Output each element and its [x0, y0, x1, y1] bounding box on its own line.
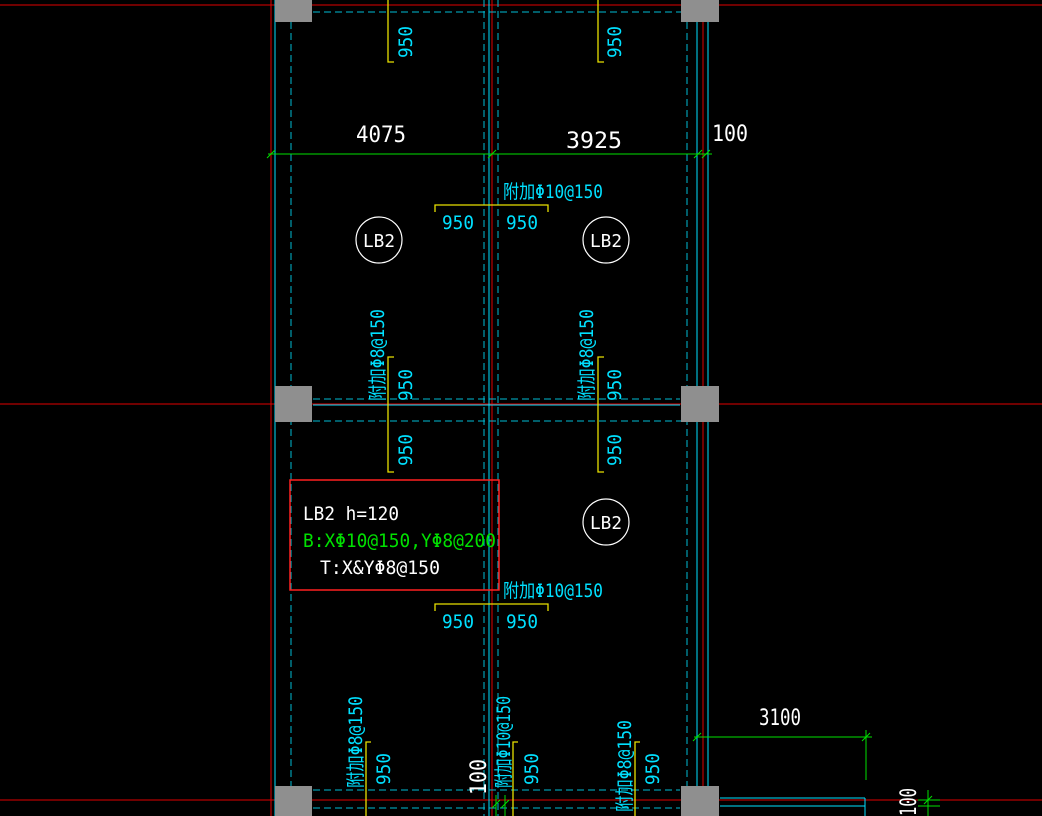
rebar-upper-h: [434, 204, 549, 212]
slab-tag-label: LB2: [590, 513, 622, 534]
callout-line-3: T:X&YΦ8@150: [320, 557, 440, 579]
rebar-length-upper-h-left: 950: [442, 212, 474, 234]
slab-tag[interactable]: LB2: [582, 498, 630, 546]
rebar-length-lower-h-right: 950: [506, 611, 538, 633]
rebar-lines: [365, 0, 640, 816]
dimension-texts: 4075 3925 100 3100 100 100: [356, 122, 922, 816]
column-bottom-left: [275, 786, 312, 816]
column-mid-left: [275, 386, 312, 422]
callout-line-2: B:XΦ10@150,YΦ8@200: [303, 530, 496, 552]
rebar-note-mid-right: 附加Φ8@150: [576, 309, 598, 401]
dimension-lines: [266, 149, 940, 816]
columns: [275, 0, 719, 816]
callout-line-1: LB2 h=120: [303, 503, 399, 525]
rebar-mid-right: [597, 356, 604, 473]
column-mid-right: [681, 386, 719, 422]
dimension-offset-bottom-right: 100: [897, 788, 922, 816]
rebar-length-bottom-2: 950: [521, 753, 543, 785]
rebar-length-mid-right-down: 950: [604, 434, 626, 466]
rebar-note-bottom-1: 附加Φ8@150: [345, 696, 367, 788]
rebar-mid-left: [387, 356, 394, 473]
rebar-note-bottom-2: 附加Φ10@150: [493, 696, 515, 788]
rebar-length-labels: 950 950 950 950 950 950 950 950 950 950 …: [373, 26, 664, 785]
rebar-length-upper-h-right: 950: [506, 212, 538, 234]
rebar-notes: 附加Φ10@150 附加Φ10@150 附加Φ8@150 附加Φ8@150 附加…: [345, 181, 636, 812]
rebar-note-mid-left: 附加Φ8@150: [367, 309, 389, 401]
dimension-span-right: 3925: [566, 129, 622, 154]
dimension-offset-right: 100: [712, 122, 748, 147]
rebar-length-mid-right-up: 950: [604, 369, 626, 401]
rebar-length-bottom-1: 950: [373, 753, 395, 785]
rebar-bottom-2: [512, 741, 518, 816]
rebar-note-upper-h: 附加Φ10@150: [503, 181, 603, 203]
slab-tag-label: LB2: [363, 231, 395, 252]
rebar-length-mid-left-up: 950: [395, 369, 417, 401]
dimension-offset-bottom: 100: [467, 759, 492, 795]
column-top-left: [275, 0, 312, 22]
lower-right-beam: [720, 797, 866, 816]
slab-tag[interactable]: LB2: [582, 216, 630, 264]
rebar-bottom-1: [365, 741, 371, 816]
rebar-note-lower-h: 附加Φ10@150: [503, 580, 603, 602]
rebar-note-bottom-3: 附加Φ8@150: [614, 720, 636, 812]
dimension-span-lower-right: 3100: [759, 706, 801, 731]
slab-tag[interactable]: LB2: [355, 216, 403, 264]
slab-tags[interactable]: LB2 LB2 LB2: [355, 216, 630, 546]
rebar-length-mid-left-down: 950: [395, 434, 417, 466]
rebar-bottom-3: [634, 741, 640, 816]
callout-border: [289, 479, 500, 591]
rebar-length-bottom-3: 950: [642, 753, 664, 785]
rebar-length-top-right: 950: [604, 26, 626, 58]
rebar-length-top-left: 950: [395, 26, 417, 58]
slab-callout[interactable]: LB2 h=120 B:XΦ10@150,YΦ8@200 T:X&YΦ8@150: [289, 479, 500, 591]
rebar-top-left: [387, 0, 394, 63]
rebar-top-right: [597, 0, 604, 63]
dimension-span-left: 4075: [356, 123, 406, 148]
column-bottom-right: [681, 786, 719, 816]
slab-tag-label: LB2: [590, 231, 622, 252]
column-top-right: [681, 0, 719, 22]
rebar-length-lower-h-left: 950: [442, 611, 474, 633]
rebar-lower-h: [434, 603, 549, 611]
